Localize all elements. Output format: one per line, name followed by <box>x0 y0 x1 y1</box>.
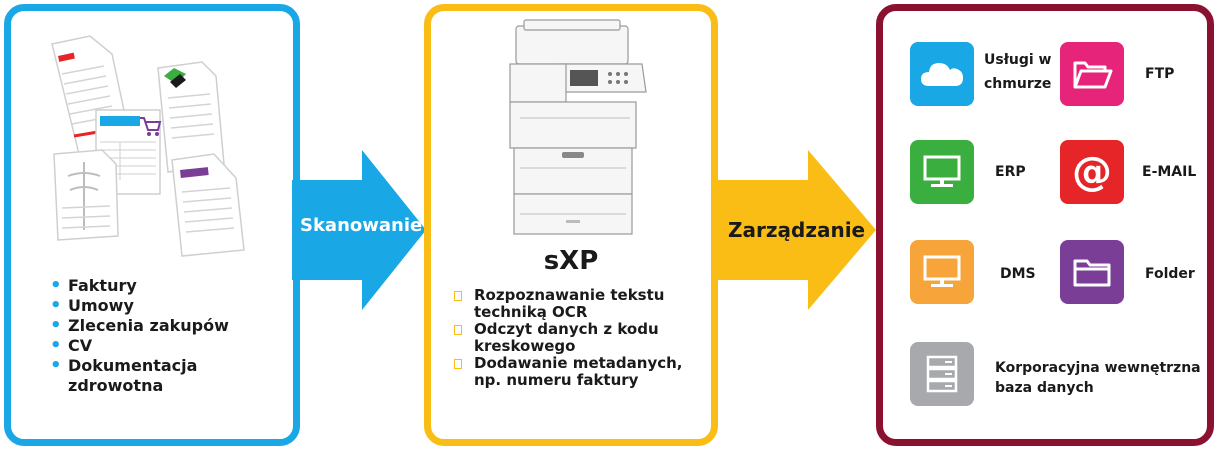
destination-tile-cloud <box>910 42 974 106</box>
destination-label-cloud: Usługi w chmurze <box>984 52 1052 92</box>
list-item: Dokumentacja zdrowotna <box>48 356 258 396</box>
list-item: CV <box>48 336 258 356</box>
manage-arrow <box>712 150 876 310</box>
destination-label-ftp: FTP <box>1145 66 1175 82</box>
server-icon <box>926 355 958 393</box>
scan-arrow <box>292 150 426 310</box>
destination-label-folder: Folder <box>1145 266 1195 282</box>
monitor-icon <box>923 155 961 187</box>
cloud-icon <box>921 63 963 86</box>
destination-label-dms: DMS <box>1000 266 1036 282</box>
destination-tile-ftp <box>1060 42 1124 106</box>
list-item: Odczyt danych z kodu kreskowego <box>452 321 714 355</box>
folder-open-icon <box>1073 61 1113 89</box>
folder-icon <box>1073 259 1111 287</box>
monitor-icon <box>923 255 961 287</box>
list-item: Umowy <box>48 296 258 316</box>
medical-document-icon <box>53 149 119 241</box>
printer-illustration <box>509 19 647 235</box>
destination-tile-email: @ <box>1060 140 1124 204</box>
device-features-list: Rozpoznawanie tekstu techniką OCR Odczyt… <box>452 287 714 389</box>
destination-tile-dms <box>910 240 974 304</box>
list-item: Dodawanie metadanych, np. numeru faktury <box>452 355 714 389</box>
list-item: Faktury <box>48 276 258 296</box>
purchase-order-document-icon <box>95 109 162 195</box>
destination-label-database: Korporacyjna wewnętrzna baza danych <box>995 360 1201 396</box>
cv-document-icon <box>171 153 245 257</box>
destination-tile-database <box>910 342 974 406</box>
scan-arrow-label: Skanowanie <box>300 215 423 236</box>
svg-text:@: @ <box>1072 150 1112 194</box>
document-types-list: Faktury Umowy Zlecenia zakupów CV Dokume… <box>48 276 258 396</box>
destination-label-email: E-MAIL <box>1142 164 1197 180</box>
destination-tile-erp <box>910 140 974 204</box>
list-item: Zlecenia zakupów <box>48 316 258 336</box>
destination-label-erp: ERP <box>995 164 1026 180</box>
manage-arrow-label: Zarządzanie <box>728 218 866 242</box>
list-item: Rozpoznawanie tekstu techniką OCR <box>452 287 714 321</box>
contract-document-icon <box>157 61 225 173</box>
device-title: sXP <box>543 246 599 276</box>
at-sign-icon: @ <box>1072 150 1112 194</box>
documents-illustration <box>51 35 245 257</box>
destination-tile-folder <box>1060 240 1124 304</box>
